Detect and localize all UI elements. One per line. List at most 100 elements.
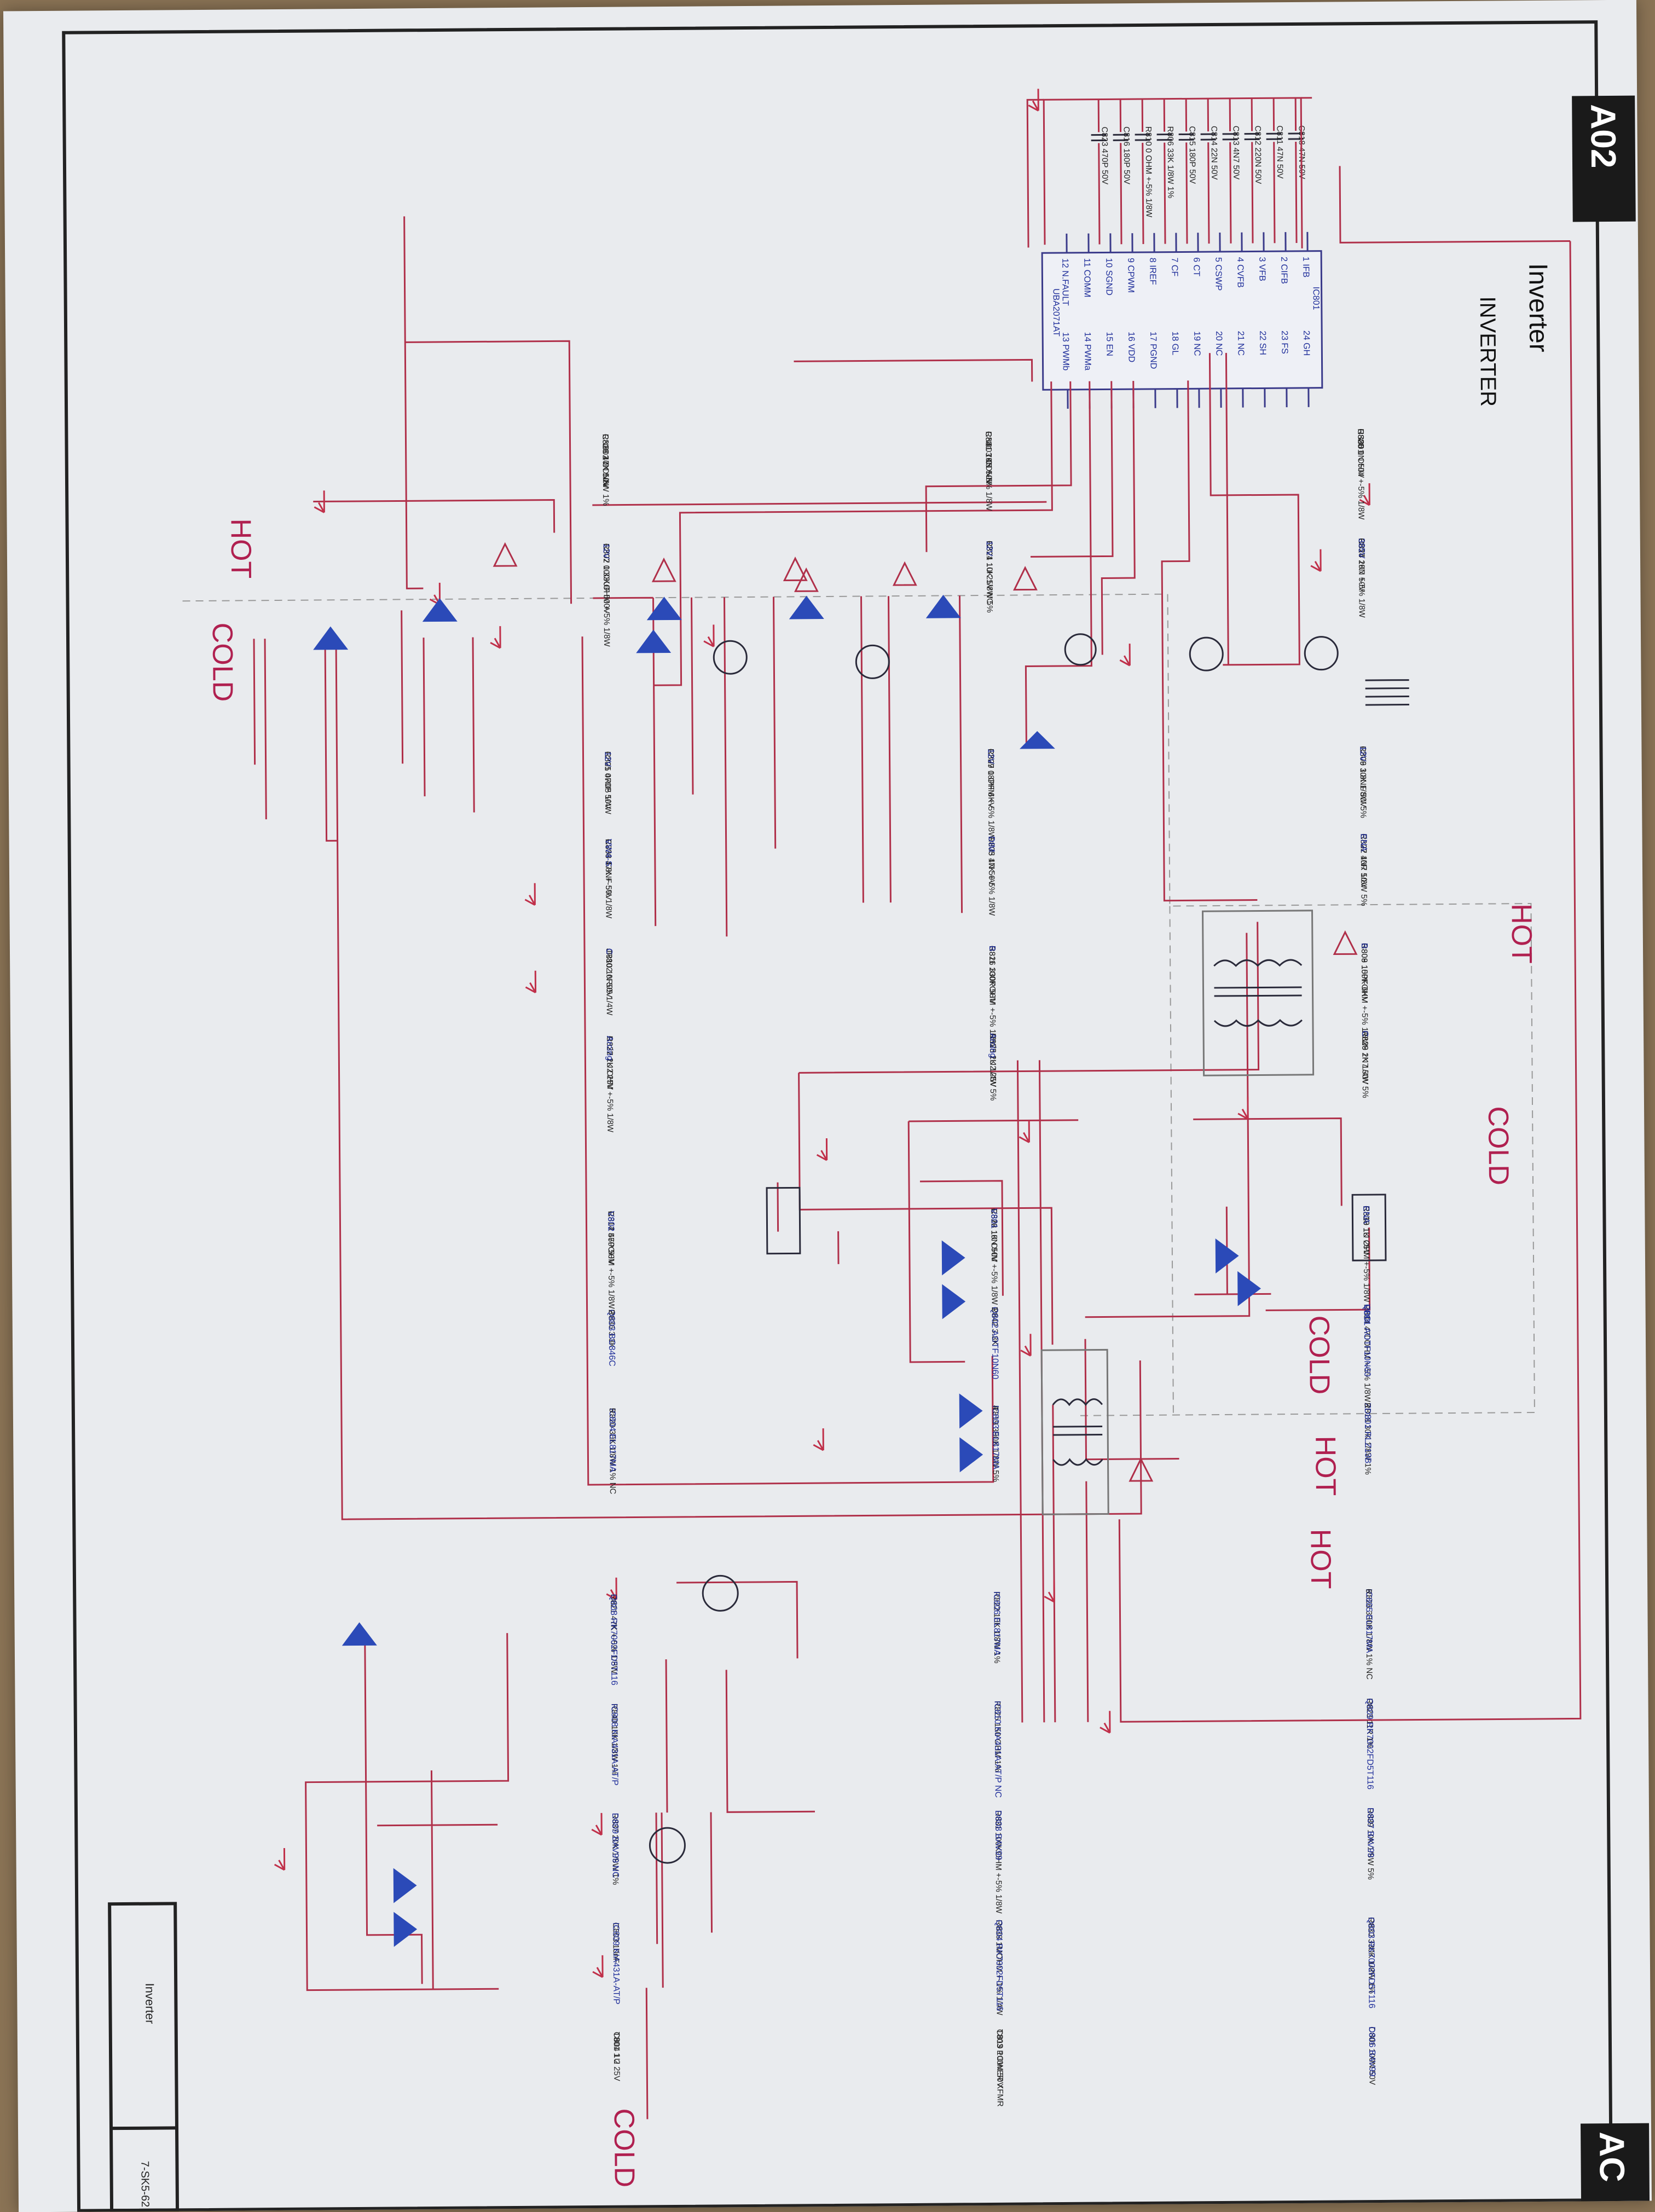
magnetic-label: HS801 [1356, 428, 1365, 454]
left-cap-label: C816 180P 50V [1122, 126, 1132, 184]
sheet-tab-right-label: AC [1592, 2132, 1632, 2182]
isolation-boundary [183, 592, 1535, 1422]
warning-icon [894, 563, 916, 585]
net-label: 12V [986, 749, 995, 765]
ic801-pin-right: 15 EN [1104, 332, 1114, 356]
left-cap-label: R806 33K 1/8W 1% [1166, 126, 1176, 199]
ground-icon [1311, 549, 1321, 571]
net-label: V802 [606, 1211, 615, 1232]
zone-label: HOT [1304, 1529, 1336, 1589]
net-label: ENA [1361, 1206, 1370, 1224]
sheet-border [63, 22, 1611, 2210]
net-label: Arcing [605, 1036, 614, 1061]
ground-icon [1238, 1097, 1248, 1119]
ic801-pin-right: 21 NC [1236, 331, 1245, 356]
sheet-tab-right: AC [1581, 2123, 1650, 2202]
zone-label: COLD [206, 622, 239, 702]
semiconductor-label: Q802 AOTF10N60 [990, 1307, 1000, 1380]
ic801-pin-left: 2 CIFB [1279, 257, 1288, 284]
ground-icon [817, 1138, 826, 1160]
net-label: 12V [1358, 746, 1367, 762]
ground-icon [1021, 1334, 1031, 1356]
ic801-part: UBA2071AT [1051, 288, 1061, 337]
net-label: DIM [987, 836, 996, 852]
ic801-pin-left: 11 COMM [1082, 258, 1092, 298]
semiconductor-label: IC804 EL817MA [607, 1408, 617, 1473]
semiconductor-label: Q808 RK7002FD5T116 [609, 1594, 618, 1686]
connector-label: CN803 CONN [983, 431, 993, 483]
ic801-pin-left: 10 SGND [1104, 258, 1113, 296]
transformer-t801 [1041, 1350, 1108, 1514]
sheet-tab: A02 [1572, 96, 1636, 222]
ground-icon [1100, 1711, 1110, 1733]
warning-icon [1334, 932, 1356, 954]
net-label: 12V [603, 751, 612, 767]
warning-icons [494, 538, 1360, 1485]
ground-icon [704, 624, 714, 646]
capacitor-label: C826 330P 50V [987, 946, 997, 1004]
ic801-pin-left: 1 IFB [1301, 257, 1310, 277]
pin-number: 4 [991, 1405, 1000, 1410]
pin-number: 2 [607, 1310, 616, 1314]
semiconductor-label: IC808 KIA431A-AT/P [610, 1704, 620, 1786]
semiconductor-label: D806 BAV99 [1367, 2026, 1377, 2077]
ground-icon [1019, 1120, 1029, 1142]
ic801-pin-left: 5 CSWP [1213, 257, 1223, 291]
ic801-pin-right: 22 SH [1258, 331, 1267, 355]
net-label: VDD [1362, 1304, 1372, 1323]
capacitor-label: C829 2N7 50V [1360, 1030, 1370, 1085]
ic801-pin-right: 13 PWMb [1061, 332, 1070, 370]
semiconductor-label: D809 BAV99 NC [610, 1813, 620, 1878]
ground-icon [490, 626, 500, 648]
zone-label: HOT [1505, 904, 1537, 964]
left-cap-label: C813 4N7 50V [1231, 126, 1241, 180]
connector-label: CN802 CONN [600, 434, 610, 486]
zone-label: COLD [1303, 1316, 1335, 1395]
ic801-pin-right: 18 GL [1170, 331, 1179, 355]
semiconductor-label: IC806 EL817MA [992, 1591, 1002, 1656]
left-cap-label: C815 180P 50V [1188, 126, 1197, 184]
net-label: C [604, 948, 614, 955]
ground-icon [1044, 1580, 1054, 1602]
ic801-pin-left: 7 CF [1170, 257, 1179, 276]
ic801-pin-left: 6 CT [1191, 257, 1201, 276]
wiring [250, 96, 1583, 2122]
zone-label: HOT [1309, 1435, 1341, 1496]
ic801-pin-left: 4 CVFB [1235, 257, 1245, 288]
semiconductor-label: IC809 KIA431A-AT/P [611, 1923, 621, 2005]
semiconductor-label: Q809 RK7002FD5T116 [1365, 1698, 1375, 1790]
schematic-sheet: A02 AC Inverter INVERTER Inverter 7-SK5-… [3, 0, 1652, 2212]
ground-icon [813, 1428, 823, 1450]
net-label: VW4-S [604, 839, 613, 867]
warning-icon [494, 544, 516, 566]
pin-number: 3 [1363, 1403, 1372, 1407]
left-cap-label: C812 220N 50V [1253, 125, 1263, 184]
net-label: C [1360, 1030, 1369, 1037]
net-label: Arcing [988, 1033, 997, 1058]
magnetic-label: T801 1 2 [612, 2032, 621, 2064]
capacitor-label: C810 1N 50V [604, 948, 614, 998]
net-label: B [987, 946, 997, 952]
ground-icon [274, 1848, 284, 1870]
ic801-pin-right: 17 PGND [1148, 332, 1158, 369]
net-label: 12V [985, 541, 994, 557]
ground-icon [525, 883, 535, 905]
ground-icon [593, 1955, 603, 1977]
ic801-pin-left: 8 IREF [1148, 258, 1157, 285]
left-cap-label: R810 0 OHM +-5% 1/8W [1144, 126, 1154, 218]
zone-label: COLD [608, 2108, 640, 2187]
net-label: ENA [1359, 833, 1368, 852]
ic801-pin-right: 23 FS [1280, 331, 1289, 354]
footer-code: 7-SK5-62 [138, 2161, 151, 2208]
semiconductor-label: D808 BAV99 [993, 1810, 1003, 1861]
warning-icon [1014, 568, 1036, 589]
semiconductor-label: D807 BAV99 [1365, 1808, 1375, 1858]
semiconductor-label: IC803 EL817MA [991, 1405, 1000, 1470]
warning-icon [653, 559, 675, 581]
pin-number: 5 [607, 1408, 617, 1412]
connector-cn802 [767, 1188, 800, 1253]
ic801-ref: IC801 [1311, 287, 1321, 310]
sheet-title: Inverter [1523, 263, 1553, 352]
